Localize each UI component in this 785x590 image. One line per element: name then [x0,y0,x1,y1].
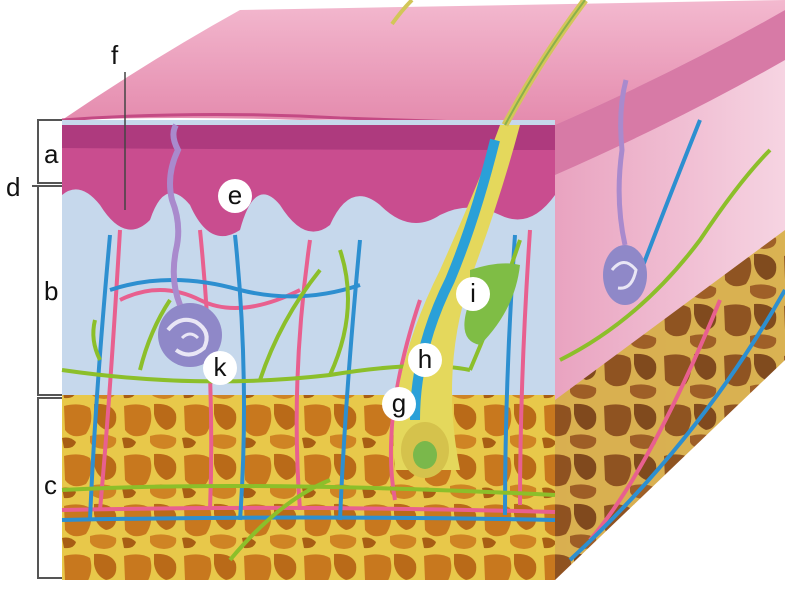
label-k: k [214,352,228,382]
label-f: f [111,40,119,70]
label-h: h [418,344,432,374]
layer-brackets [32,120,62,578]
label-b: b [44,276,58,306]
epidermis-surface [62,125,555,150]
label-i: i [470,278,476,308]
label-e: e [228,180,242,210]
label-c: c [44,470,57,500]
label-g: g [392,388,406,418]
label-d: d [6,172,20,202]
label-a: a [44,139,59,169]
